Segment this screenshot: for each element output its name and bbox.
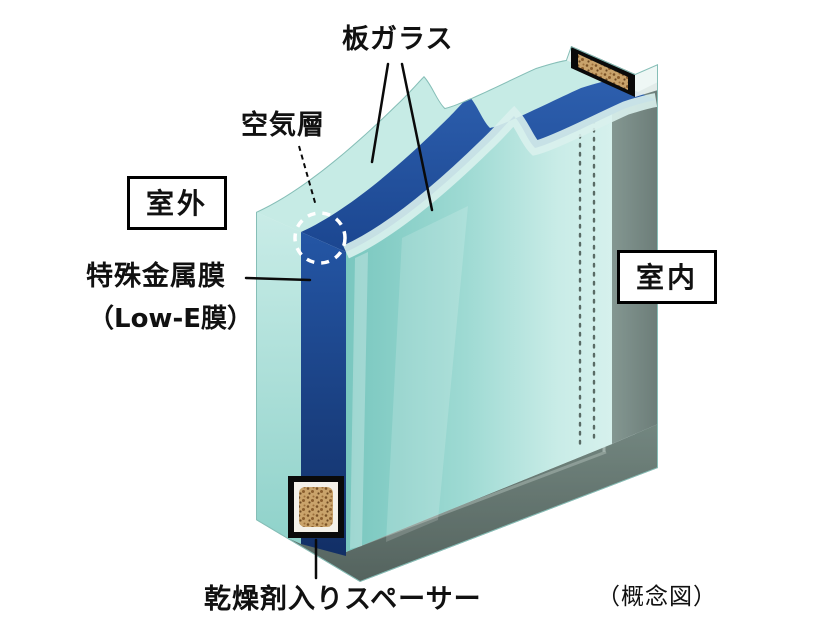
desiccant-speckle [299,487,333,527]
conceptual-diagram-note: （概念図） [597,584,717,610]
leader-plate-glass-inner [400,62,434,212]
glass-sheen [386,206,468,542]
leader-air-layer [298,145,317,207]
leader-plate-glass-outer [370,62,390,164]
outer-glass-top-band [256,60,611,232]
indoor-label-box: 室内 [617,250,718,304]
outer-glass-edge [256,212,301,544]
top-spacer [571,46,658,97]
desiccant-spacer-label: 乾燥剤入りスペーサー [204,584,482,615]
plate-glass-label: 板ガラス [342,24,454,55]
metal-film-label-line1: 特殊金属膜 [86,261,226,292]
inner-glass-face [346,113,612,552]
leader-metal-film [244,276,312,282]
bottom-spacer [288,476,344,538]
metal-film-label-line2: （Low-E膜） [88,304,254,334]
outdoor-label-box: 室外 [127,176,228,230]
inner-glass-top-edge-band [343,93,658,259]
glass-unit-body [256,46,658,582]
air-layer-highlight-circle [293,211,347,265]
desiccant-speckle [578,54,628,90]
low-e-film-top-band [301,80,656,252]
air-layer-label: 空気層 [241,110,325,141]
low-e-film-edge [301,232,346,556]
glass-edge-highlight [350,252,368,549]
